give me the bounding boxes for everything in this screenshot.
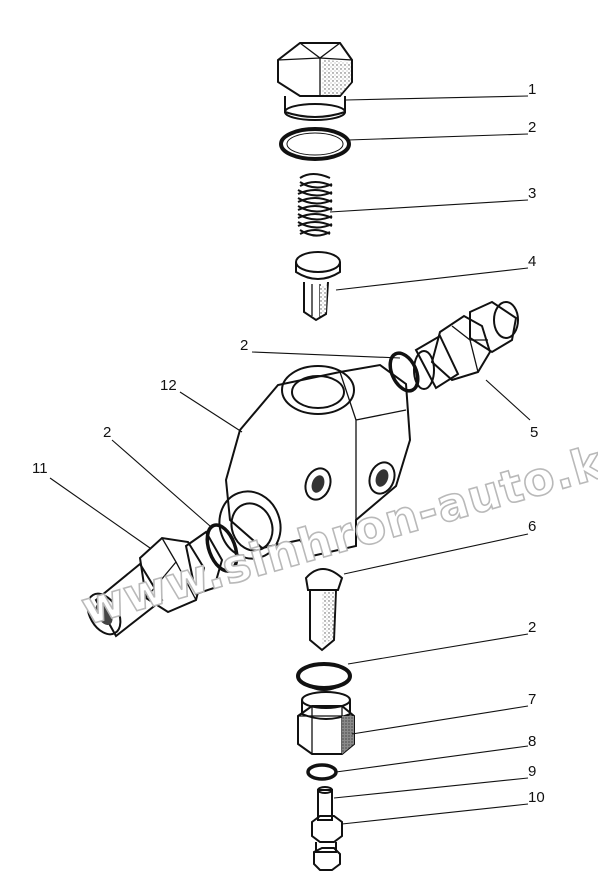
- callout-11: 11: [32, 460, 48, 477]
- o-ring: [279, 127, 351, 161]
- callout-1: 1: [528, 81, 536, 98]
- callout-labels: 1 2 3 4 2 5 12 2 11 6 2 7 8 9 10: [32, 81, 545, 806]
- watermark: www.sinhron-auto.kz: [75, 426, 598, 636]
- union-fitting-right: [413, 300, 519, 390]
- washer: [306, 763, 338, 781]
- o-ring: [296, 662, 352, 691]
- callout-2: 2: [103, 424, 111, 441]
- spring: [297, 173, 333, 237]
- callout-6: 6: [528, 518, 536, 535]
- callout-4: 4: [528, 253, 536, 270]
- callout-12: 12: [160, 377, 177, 394]
- callout-2: 2: [528, 619, 536, 636]
- leader-lines: [49, 95, 531, 825]
- o-ring: [205, 523, 239, 573]
- hex-plug: [277, 42, 353, 121]
- callout-7: 7: [528, 691, 536, 708]
- callout-2: 2: [528, 119, 536, 136]
- svg-text:www.sinhron-auto.kz: www.sinhron-auto.kz: [75, 427, 598, 635]
- valve: [295, 251, 341, 322]
- pin: [304, 568, 344, 652]
- callout-8: 8: [528, 733, 536, 750]
- union-fitting-left: [86, 530, 224, 638]
- hex-nut: [297, 691, 355, 755]
- callout-5: 5: [530, 424, 538, 441]
- cross-body: [218, 363, 412, 560]
- adjusting-screw: [311, 786, 343, 871]
- callout-2: 2: [240, 337, 248, 354]
- callout-10: 10: [528, 789, 545, 806]
- o-ring: [388, 351, 420, 393]
- callout-9: 9: [528, 763, 536, 780]
- callout-3: 3: [528, 185, 536, 202]
